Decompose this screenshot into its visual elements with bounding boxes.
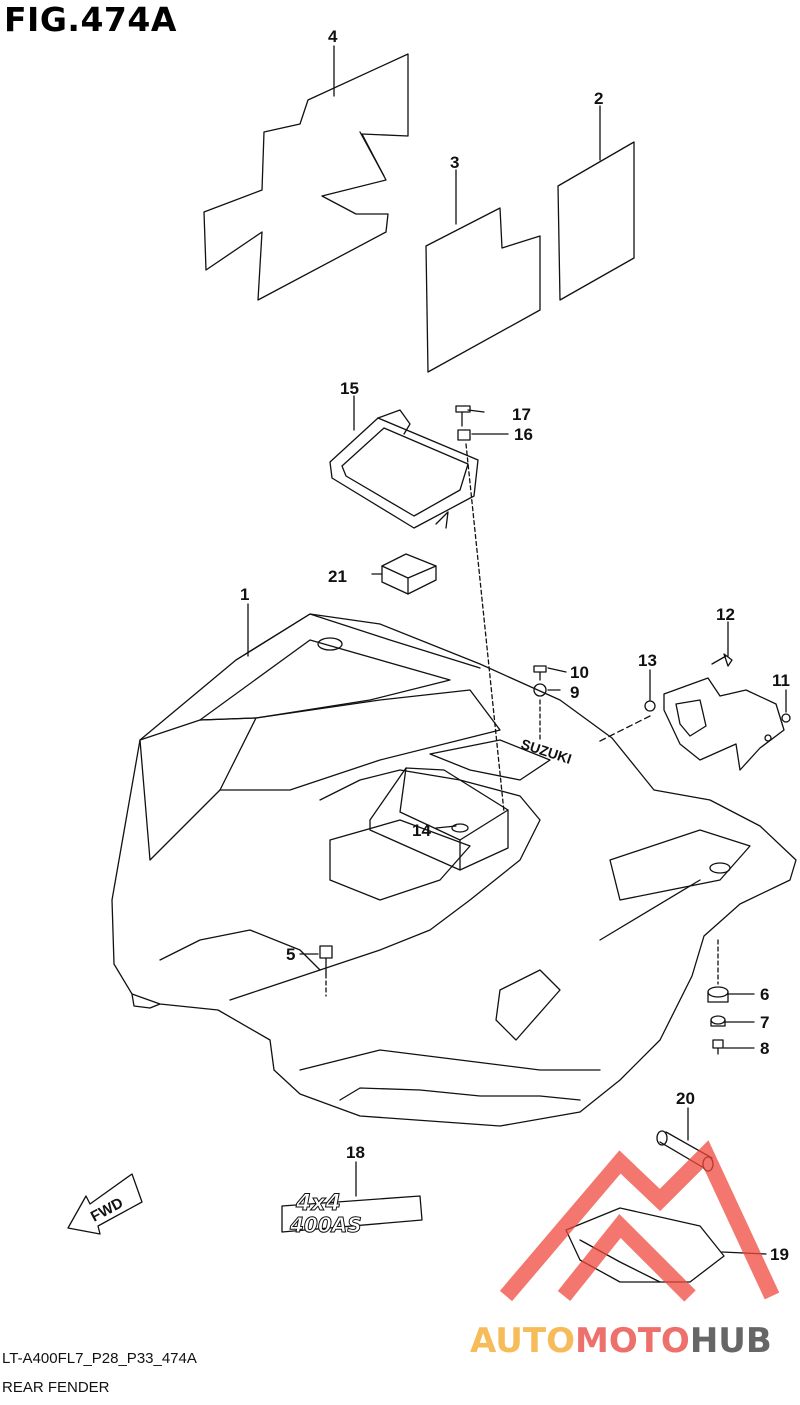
callout-14: 14 (412, 821, 431, 840)
watermark-triangle-icon (499, 1140, 780, 1302)
part-16-grommet (457, 429, 471, 441)
part-8-bolt (712, 1039, 724, 1055)
callout-15: 15 (340, 379, 359, 398)
callout-4: 4 (328, 27, 338, 46)
callout-3: 3 (450, 153, 459, 172)
badge-4x4-text: 4x4 (295, 1191, 341, 1216)
part-13-washer (644, 700, 656, 712)
svg-text:AUTOMOTOHUB: AUTOMOTOHUB (470, 1321, 772, 1361)
callout-21: 21 (328, 567, 347, 586)
part-14-box (369, 767, 509, 871)
part-11-bracket (663, 677, 791, 771)
callout-17: 17 (512, 405, 531, 424)
assembly-line-17 (465, 443, 505, 813)
part-code-label: LT-A400FL7_P28_P33_474A (2, 1350, 197, 1367)
badge-model-text: 400AS (289, 1213, 362, 1237)
callout-11: 11 (772, 671, 790, 690)
callout-1: 1 (240, 585, 249, 604)
callout-16: 16 (514, 425, 533, 444)
part-12-screw (711, 653, 733, 667)
callout-12: 12 (716, 605, 735, 624)
part-18-badge (281, 1195, 423, 1233)
callout-9: 9 (570, 683, 579, 702)
part-6-grommet (707, 986, 729, 1003)
part-21-pad (381, 553, 437, 595)
part-5-bolt (319, 945, 333, 975)
callout-19: 19 (770, 1245, 789, 1264)
callout-8: 8 (760, 1039, 769, 1058)
part-1-rear-fender (111, 613, 797, 1127)
callout-6: 6 (760, 985, 769, 1004)
callout-5: 5 (286, 945, 295, 964)
part-9-grommet (533, 683, 547, 697)
fwd-arrow-icon (67, 1173, 143, 1235)
watermark-auto: AUTO (470, 1321, 575, 1361)
callout-20: 20 (676, 1089, 695, 1108)
part-10-screw (533, 665, 547, 681)
part-7-collar (710, 1015, 726, 1027)
callout-2: 2 (594, 89, 603, 108)
figure-title: FIG.474A (4, 0, 177, 39)
part-17-bolt (455, 405, 471, 427)
callout-7: 7 (760, 1013, 769, 1032)
watermark-moto: MOTO (575, 1321, 690, 1361)
watermark-logo: AUTOMOTOHUB (470, 1140, 780, 1361)
callout-10: 10 (570, 663, 589, 682)
callout-13: 13 (638, 651, 657, 670)
callout-numbers: 4 2 3 15 17 16 21 1 12 13 11 10 9 14 5 6… (240, 27, 790, 1264)
part-name-label: REAR FENDER (2, 1379, 110, 1396)
part-2-decal (557, 141, 635, 301)
callout-18: 18 (346, 1143, 365, 1162)
part-15-tray (329, 409, 479, 529)
part-4-decal (203, 53, 409, 301)
assembly-line-13 (597, 715, 651, 743)
watermark-hub: HUB (690, 1321, 772, 1361)
part-3-decal (425, 207, 541, 373)
